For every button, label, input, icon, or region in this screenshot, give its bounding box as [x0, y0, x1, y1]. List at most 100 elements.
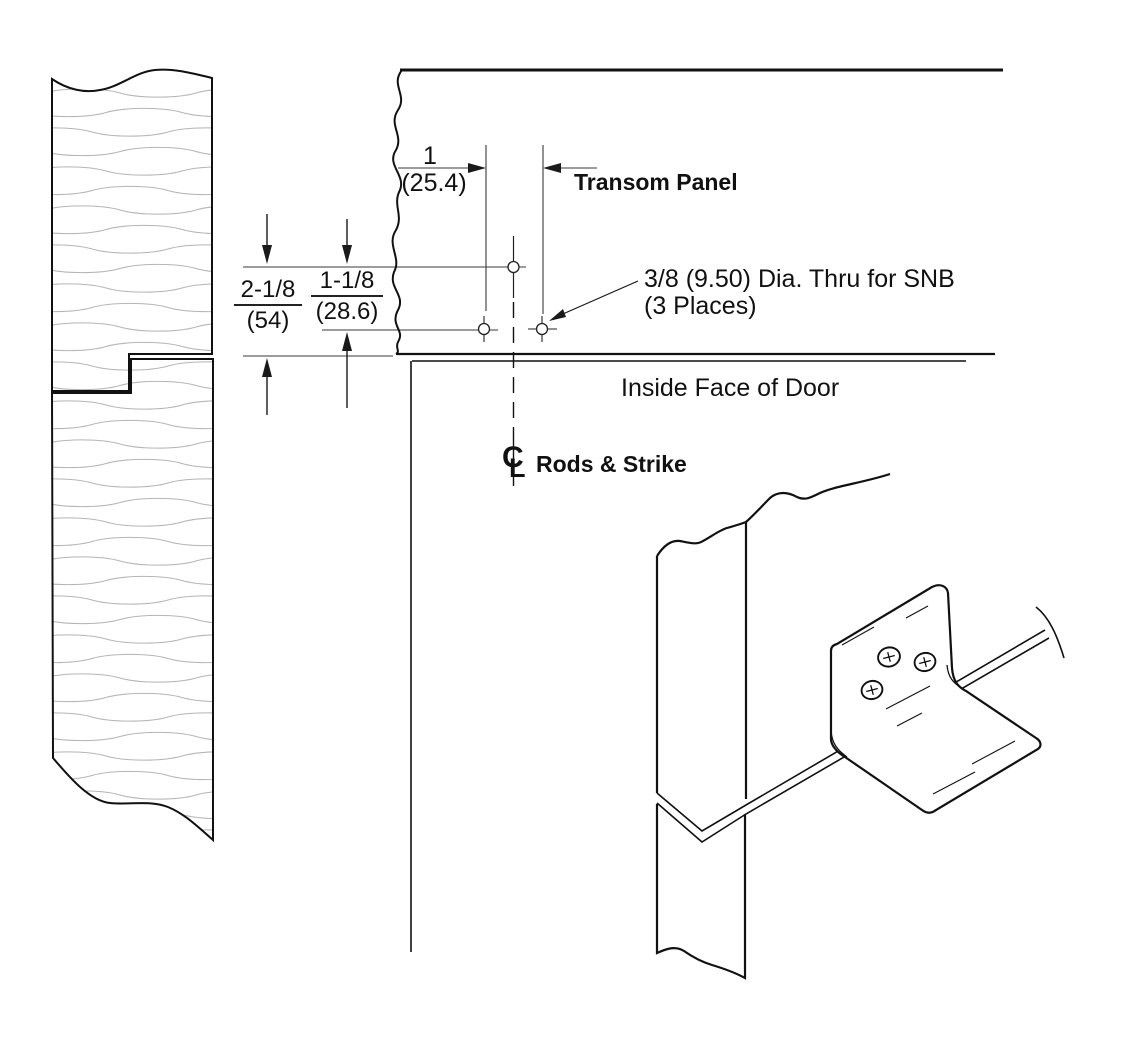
- strike-bracket-body: [829, 584, 1042, 814]
- phillips-screw-icon: [877, 646, 901, 668]
- hole-marker-right: [535, 322, 549, 336]
- wood-grain-line: [52, 634, 213, 644]
- dim-vertical-inner: 1-1/8 (28.6): [311, 268, 383, 325]
- snb-note-line2: (3 Places): [644, 292, 757, 320]
- wood-grain-line: [30, 810, 258, 818]
- wood-grain-line: [44, 147, 272, 155]
- wood-grain-line: [16, 537, 244, 545]
- wood-grain-line: [16, 596, 244, 604]
- wood-grain-line: [30, 401, 258, 409]
- dim-vertical-inner-value: 1-1/8: [311, 268, 383, 297]
- dim-vertical-inner-metric: (28.6): [315, 298, 379, 325]
- wood-grain-line: [52, 497, 213, 508]
- wood-grain-line: [44, 498, 272, 506]
- wood-grain-line: [44, 440, 272, 448]
- wood-grain-texture-upper: [16, 88, 272, 818]
- wood-grain-line: [52, 692, 213, 703]
- wood-grain-line: [52, 595, 213, 605]
- wood-grain-line: [52, 166, 212, 176]
- wood-grain-line: [52, 653, 213, 664]
- wood-grain-line: [16, 186, 244, 194]
- wood-grain-line: [52, 146, 212, 157]
- wood-grain-line: [52, 614, 213, 625]
- wood-grain-line: [30, 342, 258, 350]
- phillips-screw-icon: [860, 679, 884, 701]
- iso-transom-board: [655, 472, 891, 799]
- installation-elevation: [243, 68, 1003, 952]
- snb-note-line1: 3/8 (9.50) Dia. Thru for SNB: [644, 265, 955, 293]
- wood-grain-line: [52, 205, 212, 215]
- strike-bracket-isometric: [655, 472, 1065, 980]
- snb-note: 3/8 (9.50) Dia. Thru for SNB (3 Places): [644, 266, 955, 320]
- wood-grain-line: [30, 225, 258, 233]
- wood-grain-line: [30, 108, 258, 116]
- wood-grain-line: [44, 732, 272, 740]
- transom-break-squiggle: [391, 69, 403, 355]
- wood-grain-line: [52, 224, 212, 235]
- wood-grain-line: [30, 167, 258, 175]
- wood-grain-line: [52, 556, 213, 566]
- wood-grain-line: [52, 673, 213, 683]
- wood-grain-line: [16, 771, 244, 779]
- wood-grain-line: [52, 536, 213, 547]
- centerline-symbol-icon: L: [509, 453, 526, 483]
- wood-grain-line: [52, 107, 212, 118]
- wood-grain-line: [16, 245, 244, 253]
- wood-grain-line: [30, 459, 258, 467]
- wood-grain-line: [52, 770, 213, 781]
- bracket-bend-lines: [830, 664, 963, 758]
- wood-grain-line: [44, 206, 272, 214]
- wood-grain-line: [52, 712, 213, 722]
- wood-grain-line: [52, 127, 212, 137]
- centerline-symbol-icon: C: [502, 441, 524, 474]
- dim-horizontal-value: 1: [423, 142, 437, 170]
- transom-panel-label: Transom Panel: [574, 169, 738, 195]
- hole-marker-top: [507, 260, 520, 274]
- wood-grain-line: [52, 751, 213, 761]
- wood-grain-line: [52, 322, 212, 332]
- wood-grain-line: [52, 731, 213, 742]
- inside-face-label: Inside Face of Door: [621, 374, 840, 402]
- wood-grain-line: [30, 576, 258, 584]
- bracket-screws: [860, 646, 937, 701]
- dimension-arrowheads: [262, 163, 561, 377]
- wood-grain-line: [52, 790, 213, 800]
- bracket-highlight-lines: [841, 605, 1016, 795]
- wood-grain-line: [52, 400, 213, 410]
- wood-grain-line: [52, 478, 213, 488]
- wood-grain-line: [52, 517, 213, 527]
- hole-marker-left: [477, 322, 491, 336]
- wood-grain-line: [30, 284, 258, 292]
- wood-grain-line: [52, 380, 213, 391]
- wood-grain-line: [16, 479, 244, 487]
- wood-grain-line: [30, 518, 258, 526]
- wood-grain-line: [52, 185, 212, 196]
- wood-grain-line: [52, 283, 212, 293]
- dim-vertical-outer-metric: (54): [246, 307, 290, 334]
- wood-grain-line: [16, 303, 244, 311]
- wood-grain-line: [30, 752, 258, 760]
- wood-grain-line: [52, 263, 212, 274]
- door-edge-outline: [50, 358, 214, 843]
- wood-grain-line: [52, 458, 213, 469]
- door-edge-elevation: [16, 68, 272, 843]
- wood-grain-line: [52, 419, 213, 430]
- wood-grain-line: [44, 557, 272, 565]
- dim-horizontal-metric: (25.4): [401, 169, 467, 197]
- wood-grain-line: [44, 791, 272, 799]
- wood-grain-line: [52, 575, 213, 586]
- wood-grain-texture-lower: [16, 108, 272, 839]
- transom-edge-outline: [51, 68, 213, 392]
- wood-grain-line: [16, 654, 244, 662]
- wood-grain-line: [44, 674, 272, 682]
- wood-grain-line: [52, 341, 212, 352]
- wood-grain-line: [52, 809, 213, 820]
- wood-grain-line: [44, 615, 272, 623]
- snb-leader-arrowhead: [549, 309, 566, 321]
- iso-door-below: [655, 804, 747, 980]
- wood-grain-line: [52, 380, 212, 391]
- wood-grain-line: [30, 635, 258, 643]
- rods-strike-label: Rods & Strike: [536, 451, 687, 477]
